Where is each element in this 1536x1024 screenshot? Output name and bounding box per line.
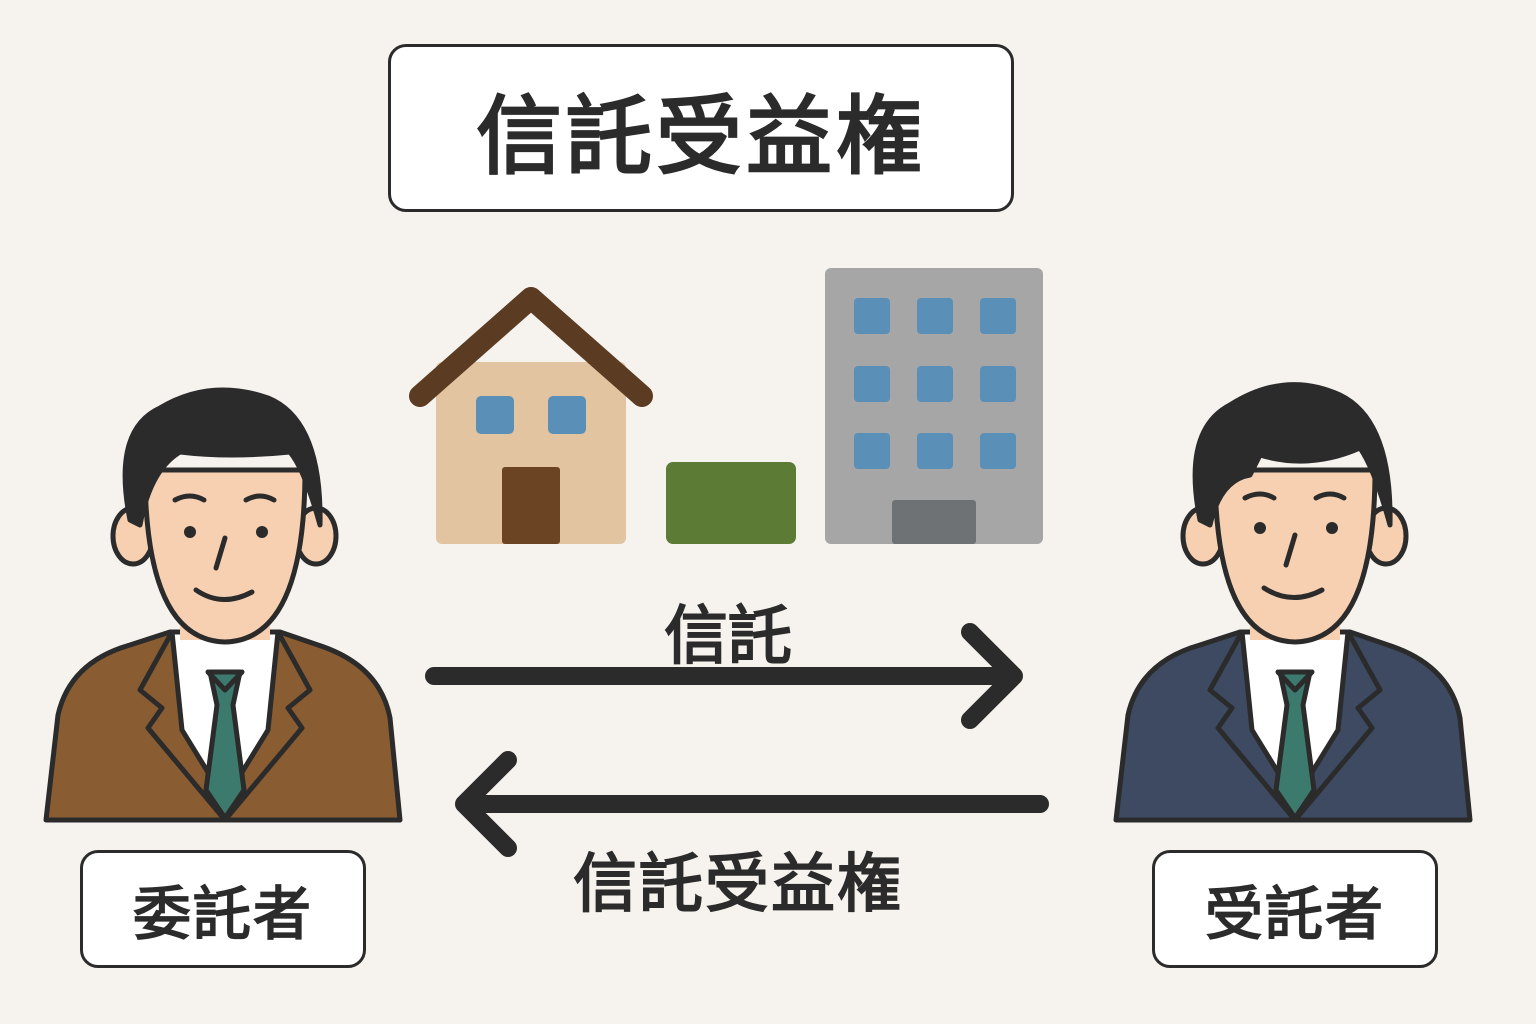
settlor-label-box: 委託者 — [80, 850, 366, 968]
beneficial-interest-arrow-label: 信託受益権 — [573, 848, 903, 922]
arrow-left-icon — [455, 751, 1049, 857]
land-icon — [666, 462, 796, 544]
diagram-title-text: 信託受益権 — [476, 86, 926, 187]
house-icon — [409, 287, 653, 544]
trust-arrow-label: 信託 — [664, 600, 792, 674]
diagram-title: 信託受益権 — [388, 44, 1014, 212]
settlor-person-icon — [43, 387, 403, 823]
arrow-right-icon — [425, 623, 1023, 729]
settlor-label: 委託者 — [132, 880, 313, 948]
trustee-label-box: 受託者 — [1152, 850, 1438, 968]
building-icon — [825, 268, 1043, 544]
trustee-label: 受託者 — [1204, 880, 1385, 948]
trustee-person-icon — [1113, 382, 1473, 823]
